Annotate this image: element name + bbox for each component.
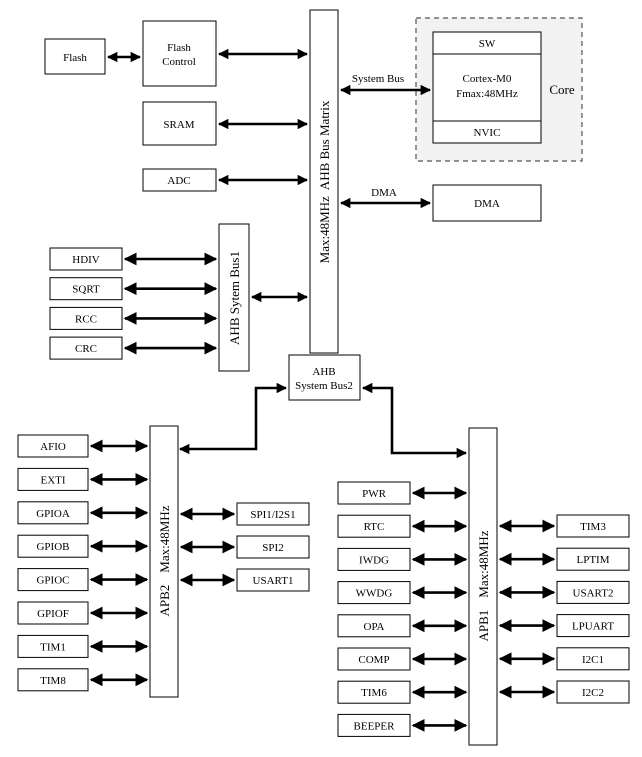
- peripheral-label: TIM1: [40, 641, 66, 653]
- bus2-apb2-link: [178, 382, 288, 455]
- peripheral-tim3: TIM3: [498, 514, 630, 538]
- dma-link-label: DMA: [371, 187, 397, 199]
- peripheral-afio: AFIO: [17, 434, 149, 458]
- peripheral-gpioa: GPIOA: [17, 501, 149, 525]
- peripheral-gpioc: GPIOC: [17, 568, 149, 592]
- peripheral-label: I2C1: [582, 654, 604, 666]
- peripheral-beeper: BEEPER: [337, 713, 468, 737]
- peripheral-spi2: SPI2: [179, 535, 310, 559]
- peripheral-spi1-i2s1: SPI1/I2S1: [179, 502, 310, 526]
- peripheral-label: HDIV: [72, 254, 100, 266]
- sram-label: SRAM: [163, 119, 194, 131]
- system-bus-label: System Bus: [352, 73, 404, 85]
- peripheral-crc: CRC: [49, 336, 218, 360]
- peripheral-sqrt: SQRT: [49, 277, 218, 301]
- core-label: Core: [549, 82, 575, 97]
- peripheral-tim1: TIM1: [17, 634, 149, 658]
- ahb-bus2-label-2: System Bus2: [295, 380, 353, 392]
- cpu-frequency: Fmax:48MHz: [456, 88, 518, 100]
- peripheral-hdiv: HDIV: [49, 247, 218, 271]
- adc-label: ADC: [167, 175, 190, 187]
- peripheral-label: OPA: [364, 621, 385, 633]
- flash-control-block: Flash Control: [142, 20, 217, 87]
- peripheral-gpiof: GPIOF: [17, 601, 149, 625]
- peripheral-label: GPIOA: [36, 508, 70, 520]
- peripheral-label: USART1: [253, 575, 294, 587]
- peripheral-tim8: TIM8: [17, 668, 149, 692]
- peripheral-label: I2C2: [582, 687, 604, 699]
- peripheral-label: SPI2: [262, 542, 283, 554]
- peripheral-rtc: RTC: [337, 514, 468, 538]
- peripheral-label: CRC: [75, 343, 97, 355]
- peripheral-label: WWDG: [356, 588, 393, 600]
- apb2-bus: APB2Max:48MHz: [149, 425, 179, 698]
- flash-block: Flash: [44, 38, 106, 75]
- peripheral-iwdg: IWDG: [337, 547, 468, 571]
- peripheral-label: GPIOC: [36, 575, 69, 587]
- ahb-bus-matrix: Max:48MHzAHB Bus Matrix: [309, 9, 339, 354]
- peripheral-comp: COMP: [337, 647, 468, 671]
- peripheral-label: TIM8: [40, 675, 66, 687]
- peripheral-label: PWR: [362, 488, 387, 500]
- ahb-bus2-label-1: AHB: [312, 366, 335, 378]
- peripheral-pwr: PWR: [337, 481, 468, 505]
- peripheral-rcc: RCC: [49, 306, 218, 330]
- peripheral-tim6: TIM6: [337, 680, 468, 704]
- peripheral-label: EXTI: [40, 474, 65, 486]
- ahb-system-bus1: AHB Sytem Bus1: [218, 223, 250, 372]
- ahb-bus1-peripherals: HDIV SQRT RCC CRC: [49, 247, 218, 360]
- peripheral-gpiob: GPIOB: [17, 534, 149, 558]
- peripheral-label: LPUART: [572, 621, 614, 633]
- peripheral-label: RCC: [75, 313, 97, 325]
- sw-label: SW: [479, 38, 496, 50]
- nvic-label: NVIC: [474, 127, 501, 139]
- peripheral-label: TIM6: [361, 687, 387, 699]
- peripheral-label: TIM3: [580, 521, 606, 533]
- dma-label: DMA: [474, 198, 500, 210]
- dma-block: DMA: [432, 184, 542, 222]
- bus2-apb1-link: [361, 382, 468, 459]
- peripheral-exti: EXTI: [17, 467, 149, 491]
- adc-block: ADC: [142, 168, 217, 192]
- apb1-label: APB1Max:48MHz: [476, 530, 491, 641]
- peripheral-label: RTC: [364, 521, 385, 533]
- peripheral-opa: OPA: [337, 614, 468, 638]
- ahb-system-bus2: AHB System Bus2: [288, 354, 361, 401]
- peripheral-usart1: USART1: [179, 568, 310, 592]
- peripheral-label: SPI1/I2S1: [250, 509, 295, 521]
- peripheral-label: AFIO: [40, 441, 66, 453]
- peripheral-label: COMP: [358, 654, 389, 666]
- apb2-label: APB2Max:48MHz: [157, 505, 172, 616]
- peripheral-wwdg: WWDG: [337, 581, 468, 605]
- ahb-matrix-label: Max:48MHzAHB Bus Matrix: [317, 100, 332, 263]
- peripheral-lptim: LPTIM: [498, 547, 630, 571]
- peripheral-label: LPTIM: [577, 554, 610, 566]
- flash-control-label-1: Flash: [167, 42, 191, 54]
- flash-control-label-2: Control: [162, 56, 196, 68]
- peripheral-label: IWDG: [359, 554, 389, 566]
- peripheral-i2c1: I2C1: [498, 647, 630, 671]
- peripheral-i2c2: I2C2: [498, 680, 630, 704]
- peripheral-label: USART2: [573, 587, 614, 599]
- cpu-name: Cortex-M0: [463, 73, 512, 85]
- peripheral-label: BEEPER: [354, 720, 396, 732]
- sram-block: SRAM: [142, 101, 217, 146]
- peripheral-label: GPIOB: [36, 541, 69, 553]
- peripheral-label: GPIOF: [37, 608, 69, 620]
- core-region: SW Cortex-M0 Fmax:48MHz NVIC Core: [415, 17, 583, 162]
- ahb-bus1-label: AHB Sytem Bus1: [227, 251, 242, 345]
- apb1-bus: APB1Max:48MHz: [468, 427, 498, 746]
- peripheral-lpuart: LPUART: [498, 614, 630, 638]
- flash-label: Flash: [63, 52, 87, 64]
- peripheral-usart2: USART2: [498, 580, 630, 604]
- peripheral-label: SQRT: [72, 284, 100, 296]
